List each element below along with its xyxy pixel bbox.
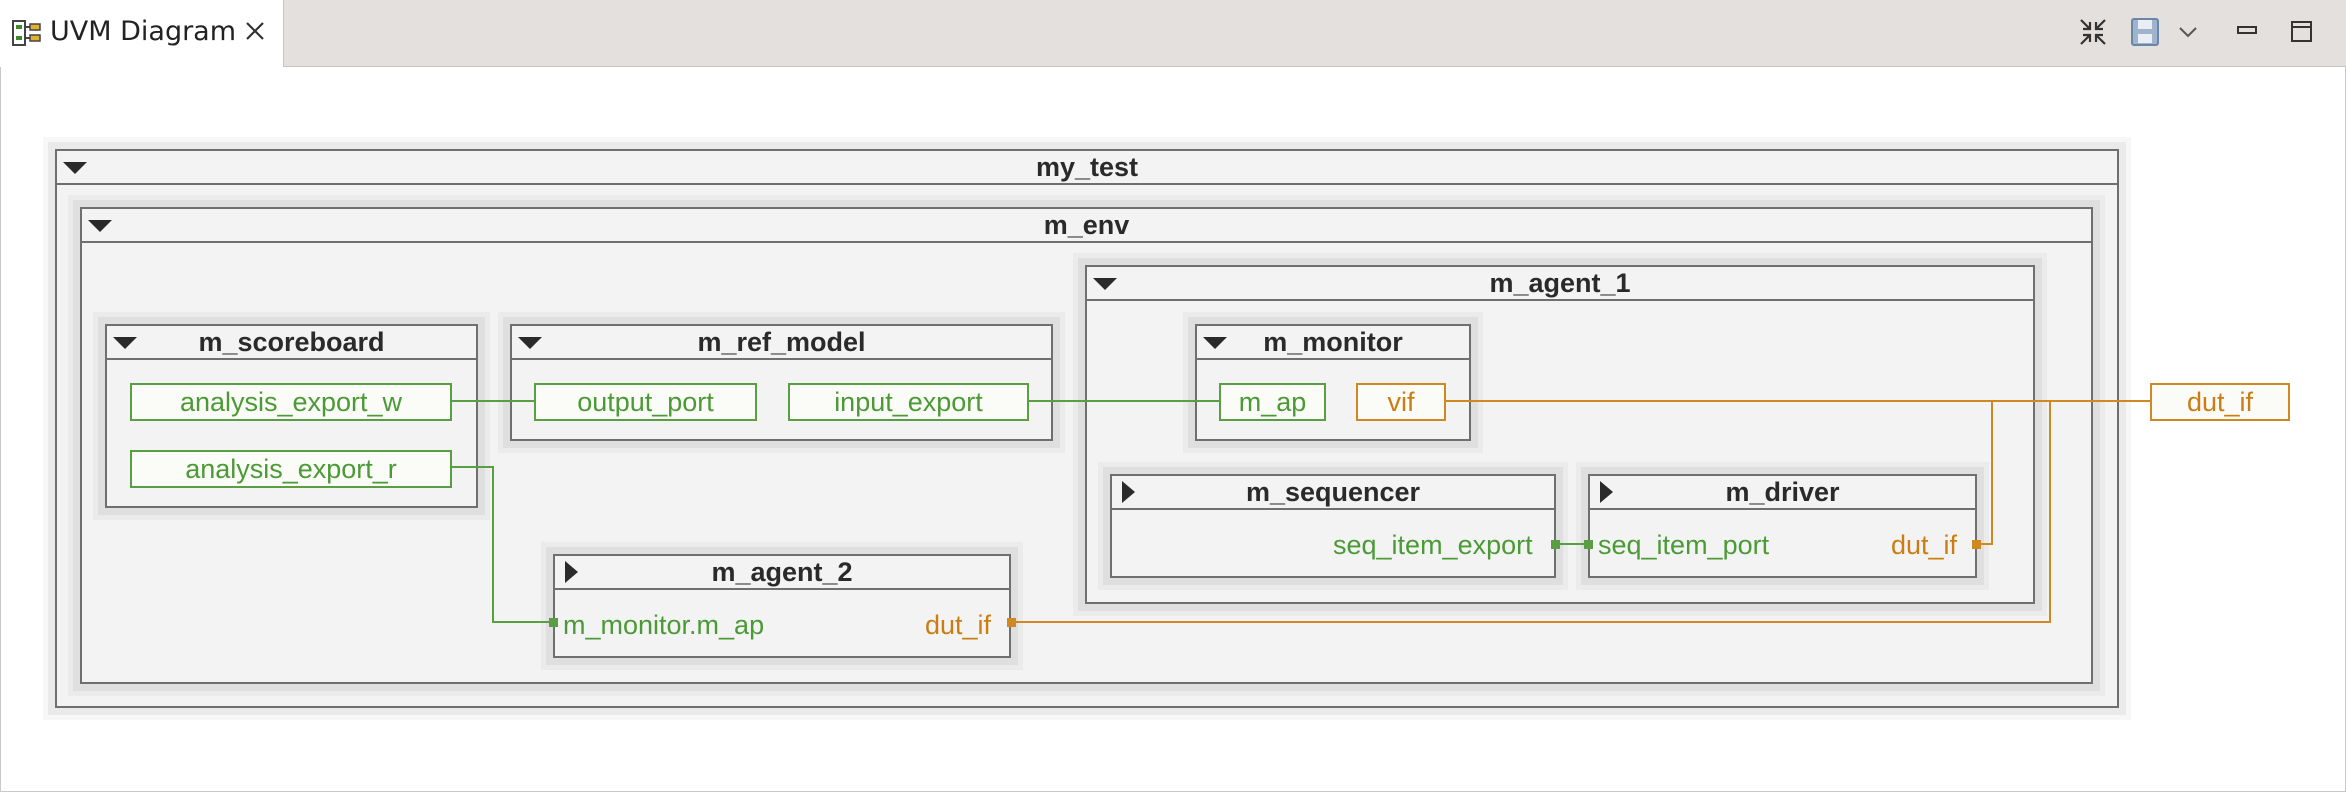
port-m-monitor-m-ap[interactable]: m_monitor.m_ap xyxy=(563,610,765,640)
component-header: m_sequencer xyxy=(1112,476,1554,510)
fit-to-view-icon[interactable] xyxy=(2078,17,2108,51)
port-m-ap[interactable]: m_ap xyxy=(1219,383,1326,421)
collapse-triangle-icon[interactable] xyxy=(1093,278,1117,290)
chevron-down-icon[interactable] xyxy=(2178,24,2198,43)
expand-triangle-icon[interactable] xyxy=(565,561,578,583)
diagram-icon xyxy=(12,20,42,50)
port-input-export[interactable]: input_export xyxy=(788,383,1029,421)
component-header: m_agent_1 xyxy=(1087,267,2033,301)
component-title: my_test xyxy=(1035,152,1139,182)
component-header: my_test xyxy=(57,151,2117,185)
close-icon[interactable] xyxy=(244,20,266,46)
component-header: m_driver xyxy=(1590,476,1975,510)
component-title: m_scoreboard xyxy=(198,327,385,357)
collapse-triangle-icon[interactable] xyxy=(63,162,87,174)
port-vif[interactable]: vif xyxy=(1356,383,1446,421)
port-analysis-export-w[interactable]: analysis_export_w xyxy=(130,383,452,421)
component-title: m_env xyxy=(1043,210,1130,240)
port-driver-dut-if[interactable]: dut_if xyxy=(1891,530,1958,560)
component-title: m_monitor xyxy=(1263,327,1403,357)
component-header: m_scoreboard xyxy=(107,326,476,360)
port-seq-item-export[interactable]: seq_item_export xyxy=(1333,530,1533,560)
collapse-triangle-icon[interactable] xyxy=(518,337,542,349)
maximize-icon[interactable] xyxy=(2290,20,2314,48)
component-title: m_sequencer xyxy=(1245,477,1421,507)
save-icon[interactable] xyxy=(2130,17,2160,51)
port-seq-item-port[interactable]: seq_item_port xyxy=(1598,530,1770,560)
component-header: m_monitor xyxy=(1197,326,1469,360)
minimize-icon[interactable] xyxy=(2236,22,2260,41)
collapse-triangle-icon[interactable] xyxy=(88,220,112,232)
component-m-sequencer[interactable]: m_sequencer xyxy=(1110,474,1556,578)
tab-uvm-diagram[interactable]: UVM Diagram xyxy=(0,0,284,67)
port-output-port[interactable]: output_port xyxy=(534,383,757,421)
port-external-dut-if[interactable]: dut_if xyxy=(2150,383,2290,421)
port-analysis-export-r[interactable]: analysis_export_r xyxy=(130,450,452,488)
component-title: m_agent_2 xyxy=(711,557,853,587)
diagram-canvas[interactable]: my_test m_env m_agent_1 m_scoreboard ana… xyxy=(0,67,2346,792)
component-header: m_agent_2 xyxy=(555,556,1009,590)
port-agent2-dut-if[interactable]: dut_if xyxy=(925,610,992,640)
collapse-triangle-icon[interactable] xyxy=(113,337,137,349)
component-title: m_agent_1 xyxy=(1489,268,1631,298)
component-m-agent-2[interactable]: m_agent_2 xyxy=(553,554,1011,658)
tab-title: UVM Diagram xyxy=(50,16,237,47)
tab-bar: UVM Diagram xyxy=(0,0,2346,67)
collapse-triangle-icon[interactable] xyxy=(1203,337,1227,349)
component-header: m_env xyxy=(82,209,2091,243)
component-header: m_ref_model xyxy=(512,326,1051,360)
component-m-ref-model[interactable]: m_ref_model xyxy=(510,324,1053,441)
component-m-driver[interactable]: m_driver xyxy=(1588,474,1977,578)
component-title: m_ref_model xyxy=(697,327,866,357)
component-title: m_driver xyxy=(1725,477,1840,507)
